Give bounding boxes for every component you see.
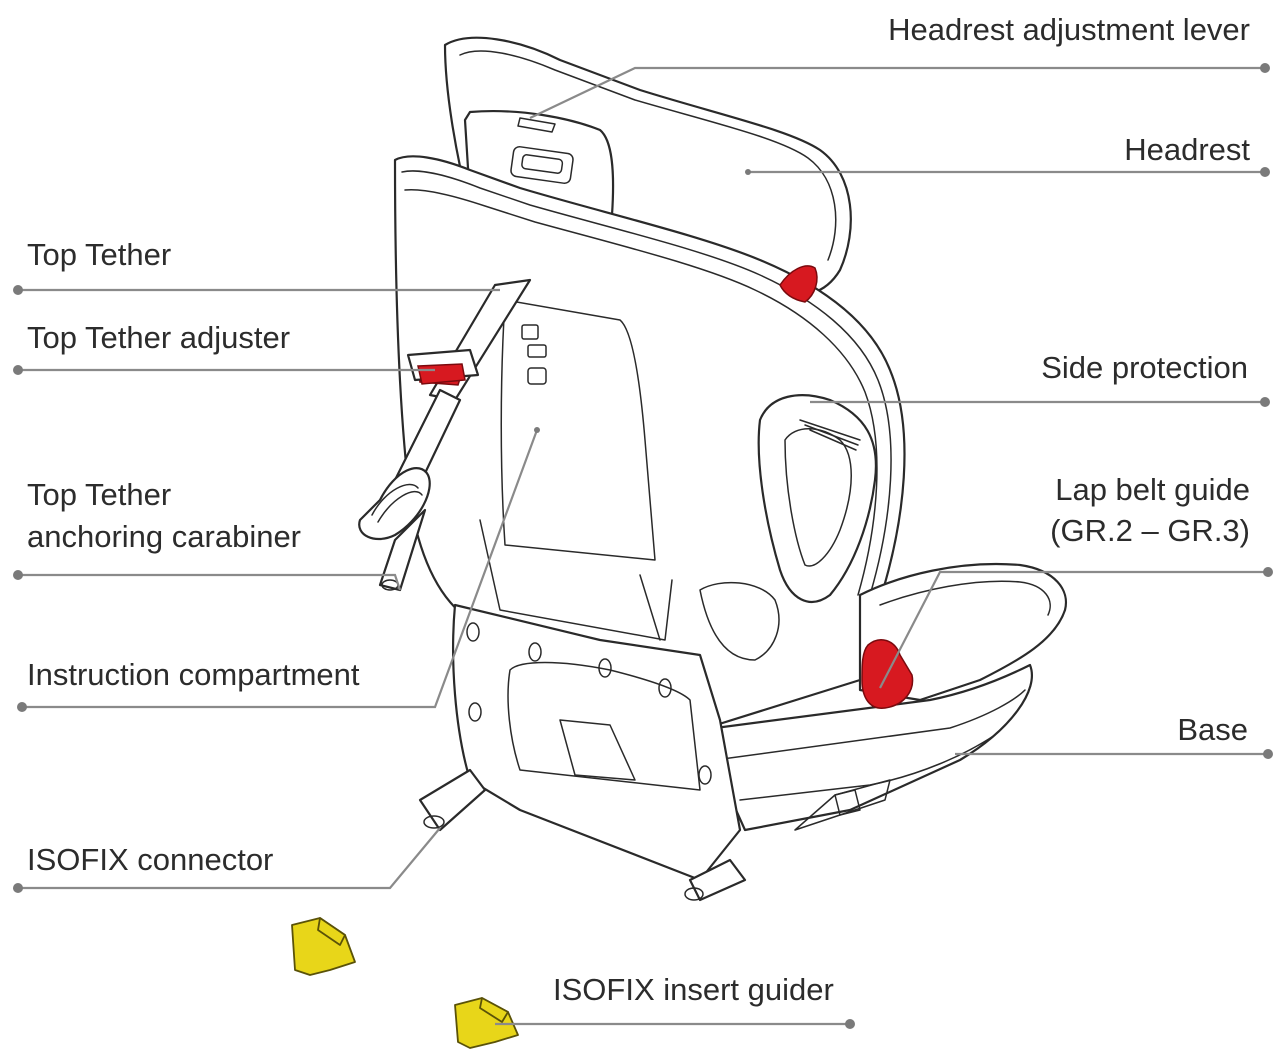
label-carabiner-line2: anchoring carabiner [27, 519, 301, 554]
isofix-insert-guider-left [291, 917, 356, 976]
label-lap-belt-guide-line1: Lap belt guide [1055, 472, 1250, 507]
callout-labels: Headrest adjustment lever Headrest Top T… [27, 12, 1250, 1007]
label-headrest: Headrest [1124, 132, 1250, 167]
leader-lines [13, 63, 1273, 1029]
lower-frame-shape [418, 603, 747, 902]
headrest-lever-red-part [779, 265, 818, 303]
label-isofix-insert-guider: ISOFIX insert guider [553, 972, 834, 1007]
label-carabiner-line1: Top Tether [27, 477, 171, 512]
label-side-protection: Side protection [1041, 350, 1248, 385]
label-isofix-connector: ISOFIX connector [27, 842, 273, 877]
side-protection-shape [757, 394, 877, 603]
label-instruction-compartment: Instruction compartment [27, 657, 360, 692]
label-lap-belt-guide-line2: (GR.2 – GR.3) [1050, 513, 1250, 548]
label-top-tether: Top Tether [27, 237, 171, 272]
label-headrest-adjustment-lever: Headrest adjustment lever [888, 12, 1250, 47]
isofix-insert-guider-right [454, 997, 519, 1049]
label-top-tether-adjuster: Top Tether adjuster [27, 320, 290, 355]
seat-base-shape [698, 562, 1068, 832]
car-seat-illustration [291, 36, 1068, 1049]
label-base: Base [1177, 712, 1248, 747]
